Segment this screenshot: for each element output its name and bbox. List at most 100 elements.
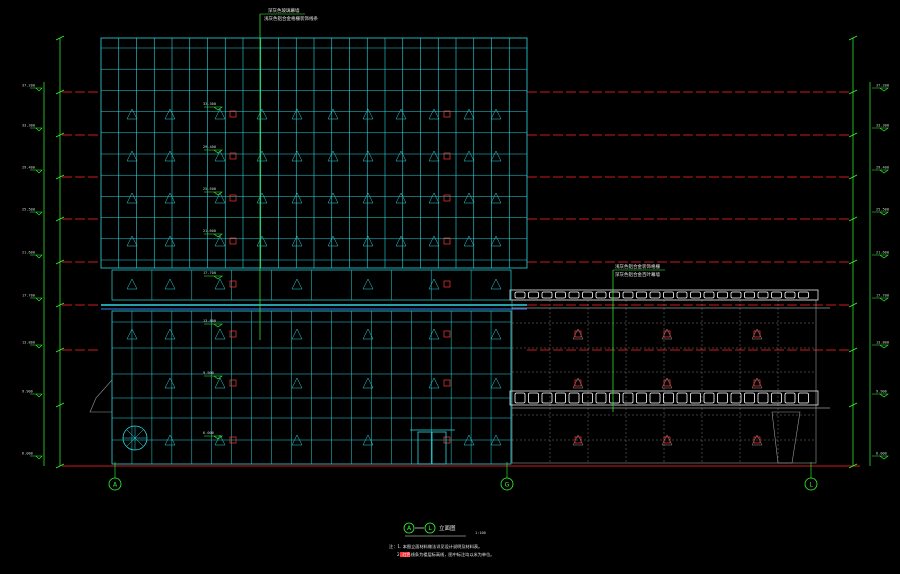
window-triangle [463,108,475,120]
window-triangle [164,328,176,340]
window-triangle [428,108,440,120]
window-triangle [214,108,226,120]
window-triangle [214,150,226,162]
facade-level-label: 25.500 [203,187,216,191]
window-triangle [490,235,502,247]
window-marker [443,280,451,288]
note-color-swatch [400,552,410,557]
window-triangle [362,434,374,446]
window-triangle [126,328,138,340]
level-label-left: 33.300 [22,124,35,128]
window-triangle [126,278,138,290]
window-triangle [395,192,407,204]
caption-axis-end: L [428,525,432,532]
window-triangle [126,235,138,247]
louvre-slot [528,291,539,299]
drawing-caption: A L 立面图 1:100 注：1. 本图立面材料做法详见设计说明及材料表。 2… [389,522,494,558]
window-triangle [395,235,407,247]
window-triangle [214,278,226,290]
callout-upper-1: 深灰色玻璃幕墙 [268,7,300,14]
level-label-right: 29.400 [876,166,889,170]
louvre-slot [757,291,769,299]
window-triangle [428,377,440,389]
window-marker [229,237,237,245]
dimension-chains [30,35,889,469]
window-triangle [362,150,374,162]
window-triangle [661,434,673,446]
louvre-slot [541,392,553,404]
window-triangle [463,235,475,247]
window-marker [229,379,237,387]
note-1: 注：1. 本图立面材料做法详见设计说明及材料表。 [389,543,482,550]
level-label-left: 37.200 [22,84,35,88]
window-triangle [572,434,584,446]
window-triangle [428,278,440,290]
louvre-slot [622,392,634,404]
louvre-slot [730,392,742,404]
window-triangle [291,108,303,120]
louvre-slot [609,291,620,299]
window-triangle [428,150,440,162]
axis-label-a: A [113,482,118,489]
dimension-tick [55,402,65,408]
window-triangle [126,108,138,120]
level-label-right: 6.000 [876,452,887,456]
louvre-slot [771,291,782,299]
window-triangle [291,192,303,204]
window-triangle [362,328,374,340]
window-triangle [572,377,584,389]
caption-title: 立面图 [439,524,456,532]
window-triangle [751,377,763,389]
window-triangle [490,150,502,162]
window-triangle [164,108,176,120]
window-triangle [214,235,226,247]
window-marker [753,436,761,444]
window-triangle [164,235,176,247]
window-triangle [291,328,303,340]
note-2: 2. 红色线条为楼层标高线，图中标注均以米为单位。 [397,551,494,558]
level-label-right: 25.500 [876,208,889,212]
facade-level-label: 21.600 [203,229,216,233]
window-triangle [362,278,374,290]
window-triangle [463,192,475,204]
window-marker [574,330,582,338]
level-label-left: 9.900 [22,390,33,394]
level-label-right: 33.300 [876,124,889,128]
louvre-slot [663,392,674,404]
dimension-tick [55,302,65,308]
louvre-slot [798,291,809,299]
facade-level-label: 29.400 [203,145,216,149]
window-marker [574,379,582,387]
window-triangle [751,328,763,340]
callout-podium-1: 浅灰色铝合金装饰格栅 [615,263,660,270]
louvre-slot [636,291,647,299]
window-marker [663,330,671,338]
level-label-left: 6.000 [22,452,33,456]
window-triangle [126,150,138,162]
louvre-slot [609,392,620,404]
louvre-slot [649,291,661,299]
louvre-slot [555,392,566,404]
window-triangle [164,150,176,162]
window-triangle [428,192,440,204]
level-label-left: 29.400 [22,166,35,170]
facade-level-label: 13.800 [203,319,216,323]
louvre-slot [514,392,526,404]
louvre-slot [541,291,553,299]
louvre-slot [528,392,539,404]
window-marker [229,330,237,338]
dimension-tick [55,259,65,265]
louvre-slot [744,392,755,404]
window-triangle [126,192,138,204]
window-marker [443,330,451,338]
level-lines [62,91,860,467]
louvre-slot [717,392,728,404]
window-marker [443,194,451,202]
louvre-slot [568,291,580,299]
louvre-slot [771,392,782,404]
window-marker [229,280,237,288]
window-triangle [214,434,226,446]
window-triangle [214,328,226,340]
dimension-tick [55,463,65,469]
window-marker [229,152,237,160]
